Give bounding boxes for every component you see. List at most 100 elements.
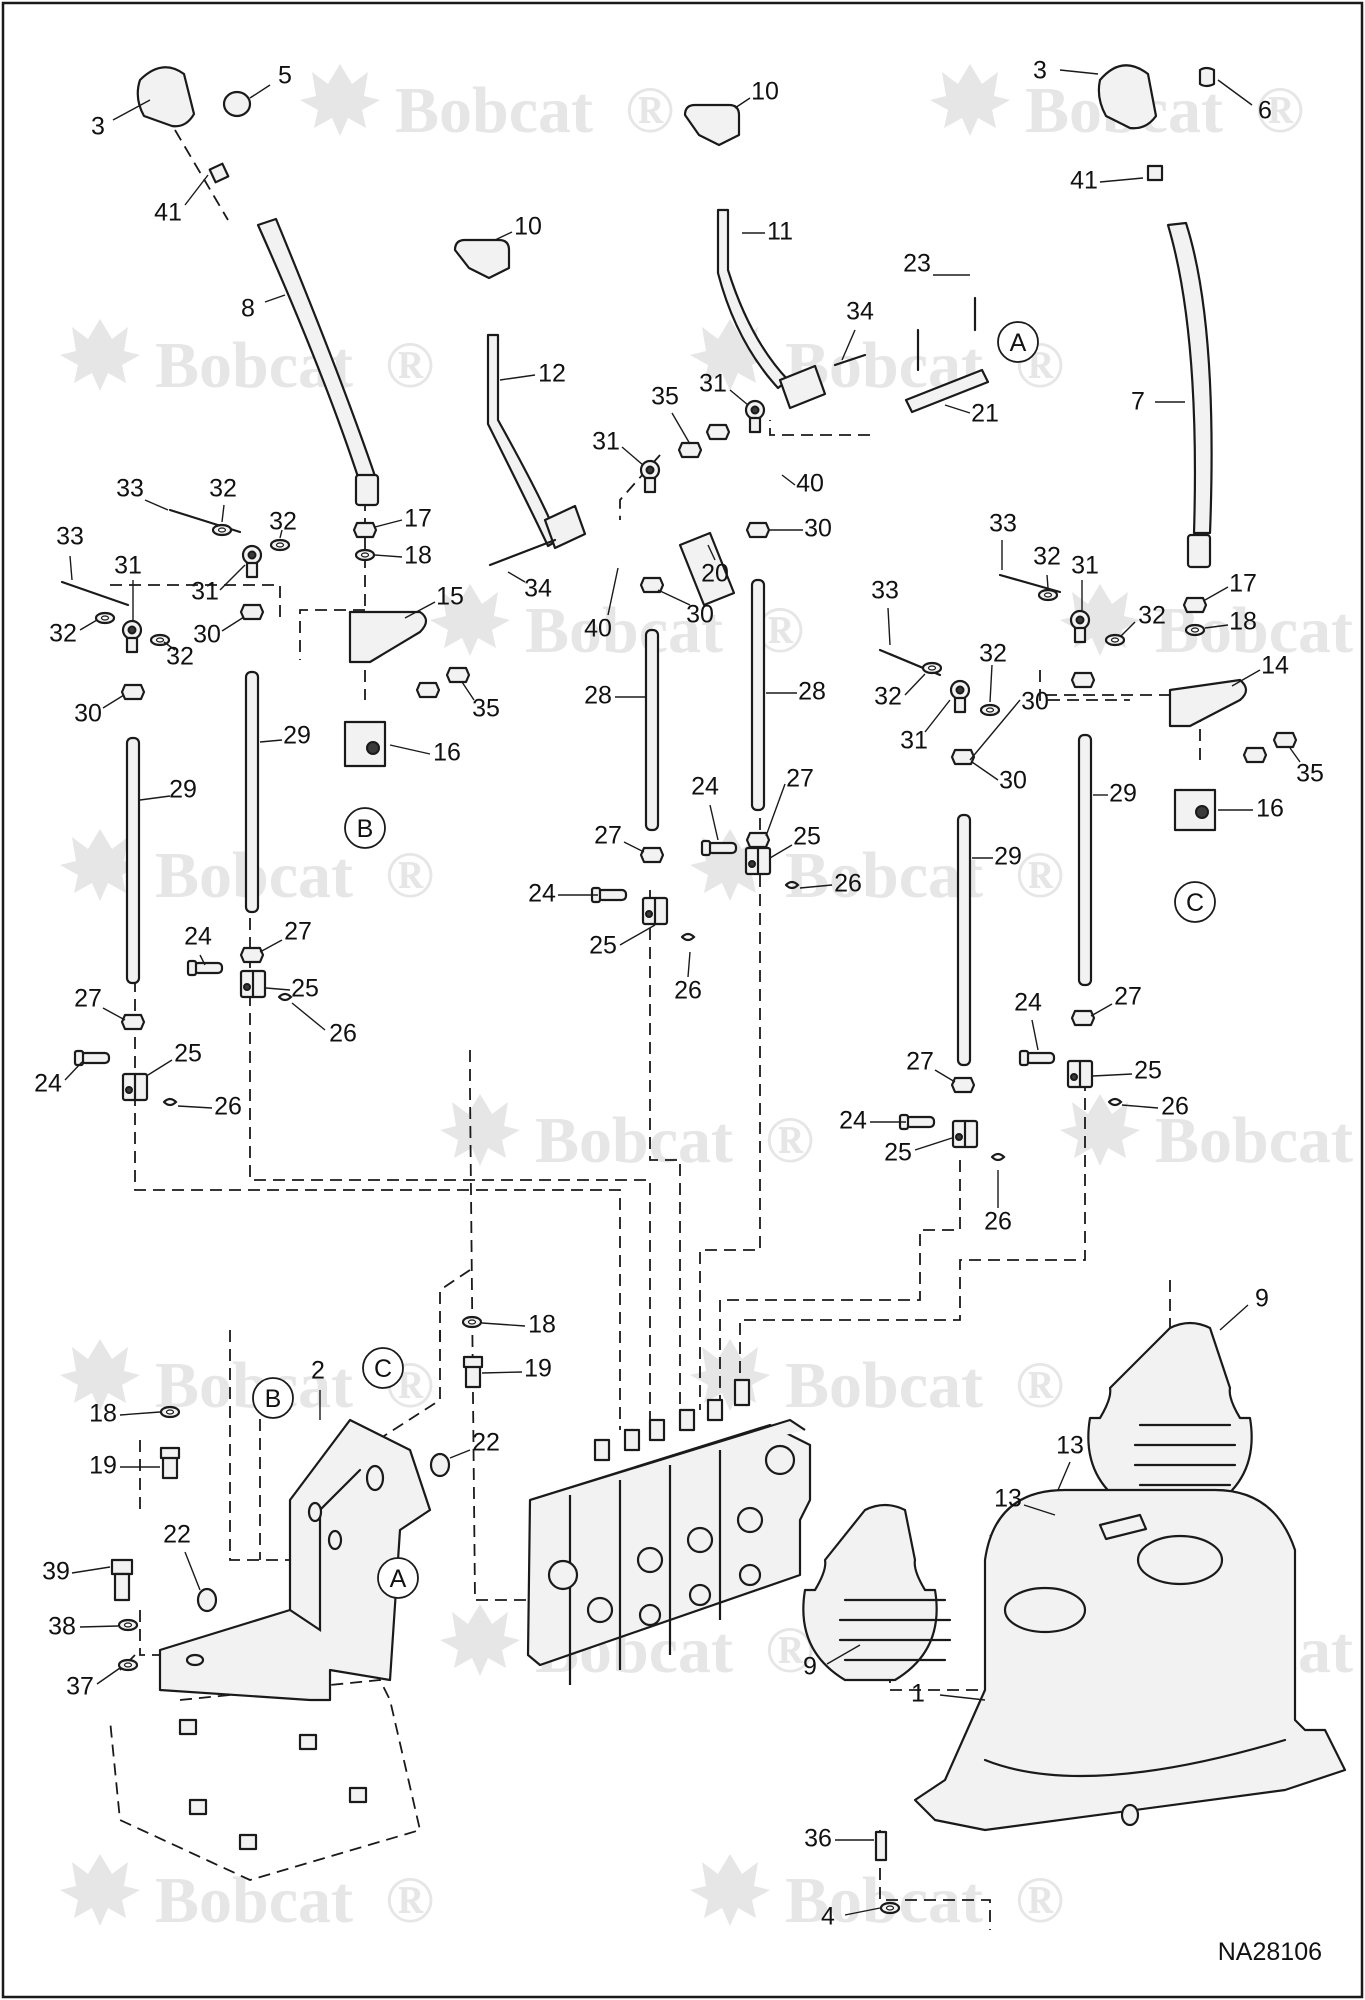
part-callout-26: 26: [329, 1020, 357, 1048]
mount-bracket-2: [158, 1418, 432, 1702]
leader-line: [79, 1625, 119, 1628]
part-callout-32: 32: [166, 643, 194, 671]
bracket-15: [348, 610, 428, 664]
leader-line: [619, 924, 656, 946]
part-callout-3: 3: [1033, 57, 1047, 85]
leader-line: [1031, 1019, 1039, 1051]
part-callout-15: 15: [436, 583, 464, 611]
leader-line: [1092, 1073, 1133, 1077]
part-callout-33: 33: [871, 577, 899, 605]
boot-9-right: [1087, 1321, 1253, 1510]
leader-line: [1090, 1003, 1113, 1017]
reference-marker-c: C: [1174, 881, 1216, 923]
leader-line: [199, 954, 206, 966]
watermark: Bobcat®: [300, 64, 674, 147]
leader-line: [163, 641, 176, 651]
part-callout-17: 17: [1229, 570, 1257, 598]
knob-plug-5: [222, 90, 252, 118]
reference-letter: B: [357, 815, 374, 843]
leader-line: [904, 673, 926, 696]
leader-line: [887, 607, 891, 646]
part-callout-27: 27: [906, 1048, 934, 1076]
part-callout-31: 31: [114, 552, 142, 580]
leader-line: [494, 231, 513, 241]
part-callout-10: 10: [514, 213, 542, 241]
part-callout-30: 30: [999, 767, 1027, 795]
leader-line: [1059, 69, 1099, 75]
parts-layer: [60, 64, 1347, 1915]
leader-line: [799, 884, 833, 889]
leader-line: [119, 1411, 161, 1416]
leader-line: [147, 1059, 173, 1076]
part-callout-18: 18: [404, 542, 432, 570]
part-callout-31: 31: [900, 727, 928, 755]
part-callout-20: 20: [701, 560, 729, 588]
watermark: Bobcat®: [440, 1094, 814, 1177]
part-callout-16: 16: [1256, 795, 1284, 823]
watermark: Bobcat®: [60, 319, 434, 402]
console-1: [913, 1488, 1347, 1832]
leader-line: [765, 783, 786, 837]
part-callout-40: 40: [584, 615, 612, 643]
reference-letter: A: [1010, 329, 1027, 357]
part-callout-32: 32: [979, 640, 1007, 668]
part-callout-25: 25: [1134, 1057, 1162, 1085]
rod-29-d: [1077, 733, 1093, 987]
part-callout-24: 24: [691, 773, 719, 801]
leader-line: [1121, 1104, 1159, 1109]
leader-line: [64, 1061, 83, 1081]
part-callout-24: 24: [184, 923, 212, 951]
watermark-mark: ®: [1015, 839, 1064, 912]
leader-line: [1289, 747, 1301, 763]
part-callout-33: 33: [989, 510, 1017, 538]
leader-line: [623, 841, 645, 853]
leader-line: [221, 616, 245, 632]
part-callout-32: 32: [49, 620, 77, 648]
part-callout-29: 29: [994, 843, 1022, 871]
reference-marker-b: B: [252, 1377, 294, 1419]
leader-line: [971, 761, 999, 781]
knob-10-left: [453, 238, 511, 280]
leader-line: [184, 174, 209, 206]
part-callout-13: 13: [994, 1485, 1022, 1513]
bobcat-head-logo-icon: [60, 1854, 140, 1926]
rod-28-b: [750, 578, 766, 812]
watermark: Bobcat®: [690, 1854, 1064, 1937]
part-callout-27: 27: [284, 918, 312, 946]
reference-marker-a: A: [377, 1557, 419, 1599]
part-callout-21: 21: [971, 400, 999, 428]
leader-line: [621, 446, 644, 466]
leader-line: [1057, 1461, 1071, 1491]
part-callout-30: 30: [686, 601, 714, 629]
leader-line: [657, 589, 691, 606]
part-callout-30: 30: [804, 515, 832, 543]
part-callout-36: 36: [804, 1825, 832, 1853]
leader-line: [249, 84, 271, 99]
part-callout-2: 2: [311, 1357, 325, 1385]
leader-line: [461, 681, 475, 701]
leader-line: [219, 564, 246, 591]
leader-line: [102, 694, 125, 709]
part-callout-30: 30: [1021, 688, 1049, 716]
part-callout-25: 25: [589, 932, 617, 960]
part-callout-30: 30: [74, 700, 102, 728]
rod-29-a: [125, 736, 141, 985]
callout-labels: 1233456789910101112131314151616171718181…: [34, 57, 1324, 1931]
part-callout-27: 27: [74, 985, 102, 1013]
leader-line: [1204, 624, 1229, 629]
part-callout-31: 31: [191, 578, 219, 606]
part-callout-24: 24: [34, 1070, 62, 1098]
reference-letter: C: [374, 1355, 392, 1383]
part-callout-22: 22: [163, 1521, 191, 1549]
leader-line: [914, 1137, 953, 1151]
knob-10-center: [683, 103, 741, 147]
part-callout-1: 1: [911, 1680, 925, 1708]
part-callout-13: 13: [1056, 1432, 1084, 1460]
lever-knob-left: [136, 66, 196, 128]
leader-line: [769, 844, 793, 859]
part-callout-40: 40: [796, 470, 824, 498]
circled-letter-icon: [344, 807, 386, 849]
leader-line: [781, 474, 796, 486]
part-callout-32: 32: [1033, 543, 1061, 571]
